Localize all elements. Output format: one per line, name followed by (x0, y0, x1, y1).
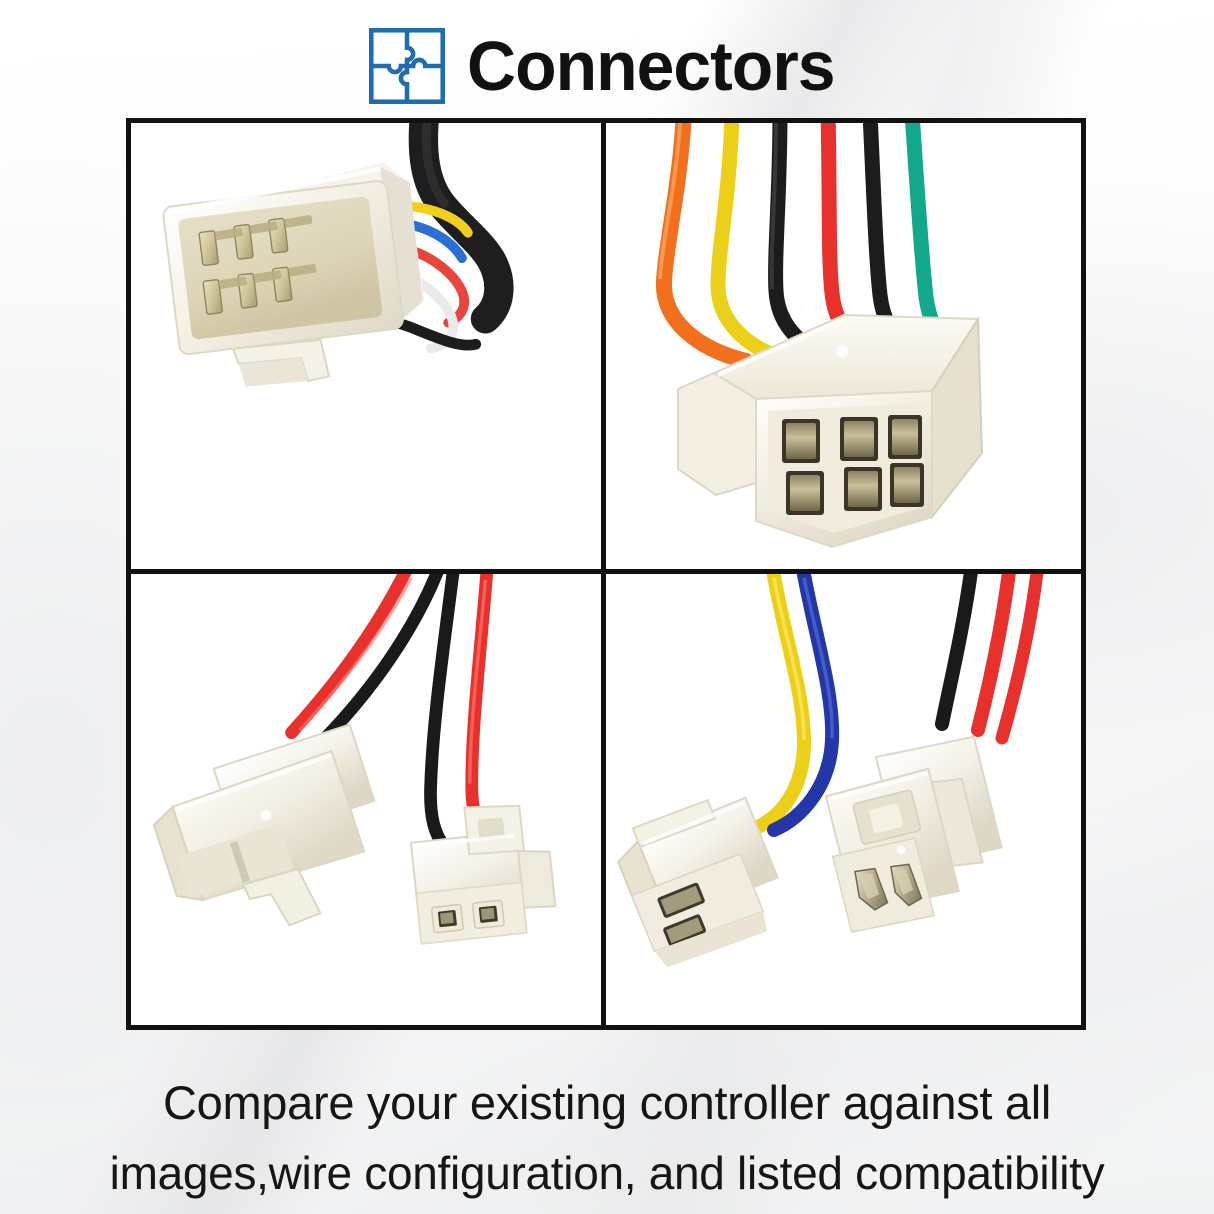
page-title: Connectors (466, 27, 836, 105)
caption-line-1: Compare your existing controller against… (162, 1076, 1052, 1129)
grid-cell-top-right (606, 123, 1081, 574)
caption: Compare your existing controller against… (0, 1068, 1214, 1208)
connector-photo-6pin-male (162, 123, 514, 387)
puzzle-icon (368, 28, 445, 104)
connector-photo-2pin-pair-red-black (152, 574, 557, 945)
caption-line-2: images,wire configuration, and listed co… (109, 1147, 1105, 1199)
grid-cell-bottom-left (131, 574, 606, 1025)
connector-image-grid (126, 118, 1086, 1030)
connector-photo-6pin-female (655, 123, 984, 549)
grid-cell-top-left (131, 123, 606, 574)
grid-cell-bottom-right (606, 574, 1081, 1025)
connector-photo-2pin-pair-yellow-blue (617, 574, 1044, 968)
header: Connectors (0, 18, 1214, 114)
